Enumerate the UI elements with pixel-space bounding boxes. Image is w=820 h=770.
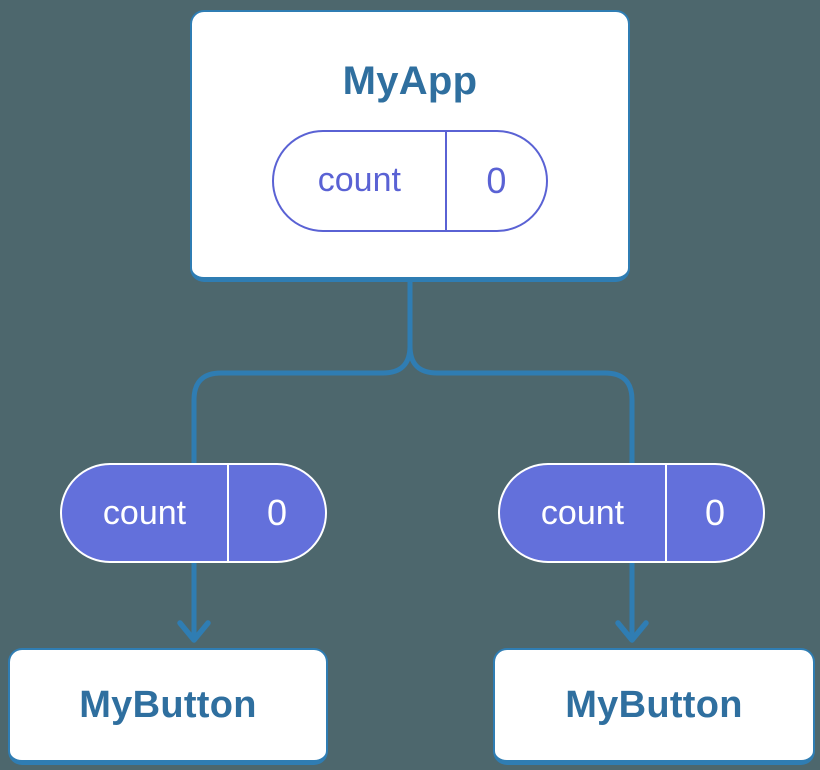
arrowhead-right-icon xyxy=(615,620,649,643)
component-card-mybutton-left: MyButton xyxy=(8,648,328,765)
component-card-myapp: MyApp count 0 xyxy=(190,10,630,282)
arrowhead-left-icon xyxy=(177,620,211,643)
connector-branch-right xyxy=(407,345,635,636)
state-pill-value: 0 xyxy=(444,131,546,230)
connector-branch-left xyxy=(191,345,413,636)
prop-pill-left: count 0 xyxy=(60,463,327,563)
state-pill-count: count 0 xyxy=(272,129,548,232)
prop-pill-right: count 0 xyxy=(498,463,765,563)
component-card-mybutton-right: MyButton xyxy=(493,648,815,765)
component-title-mybutton-right: MyButton xyxy=(565,683,743,726)
prop-pill-left-value: 0 xyxy=(227,465,325,561)
component-title-myapp: MyApp xyxy=(342,58,478,103)
prop-pill-right-name: count xyxy=(540,493,625,532)
state-pill-name: count xyxy=(317,161,401,199)
component-title-mybutton-left: MyButton xyxy=(79,683,257,726)
prop-pill-left-name: count xyxy=(102,493,187,532)
prop-pill-right-value: 0 xyxy=(665,465,763,561)
